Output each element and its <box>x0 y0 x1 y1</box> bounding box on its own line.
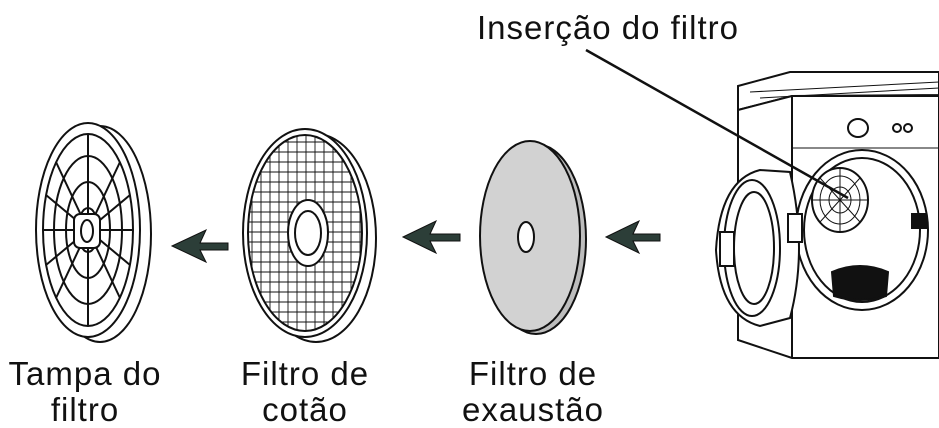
exhaust-filter-icon <box>479 140 587 335</box>
filter-cap-line1: Tampa do <box>8 355 162 392</box>
arrow-left-icon <box>401 219 461 255</box>
lint-filter-line1: Filtro de <box>240 355 370 392</box>
filter-cap-label: Tampa do filtro <box>0 356 170 428</box>
dryer-icon <box>714 71 939 359</box>
filter-insertion-label: Inserção do filtro <box>458 10 758 46</box>
arrow-left-icon <box>604 219 661 255</box>
exhaust-filter-label: Filtro de exaustão <box>448 356 618 428</box>
filter-insertion-text: Inserção do filtro <box>477 9 739 46</box>
arrow-left-icon <box>170 228 229 264</box>
lint-filter-line2: cotão <box>262 391 348 428</box>
lint-filter-icon <box>242 128 377 343</box>
filter-cap-line2: filtro <box>50 391 120 428</box>
leader-line <box>585 48 849 200</box>
lint-filter-label: Filtro de cotão <box>220 356 390 428</box>
exhaust-filter-line1: Filtro de <box>468 355 598 392</box>
filter-cap-icon <box>35 122 152 343</box>
exhaust-filter-line2: exaustão <box>462 391 604 428</box>
